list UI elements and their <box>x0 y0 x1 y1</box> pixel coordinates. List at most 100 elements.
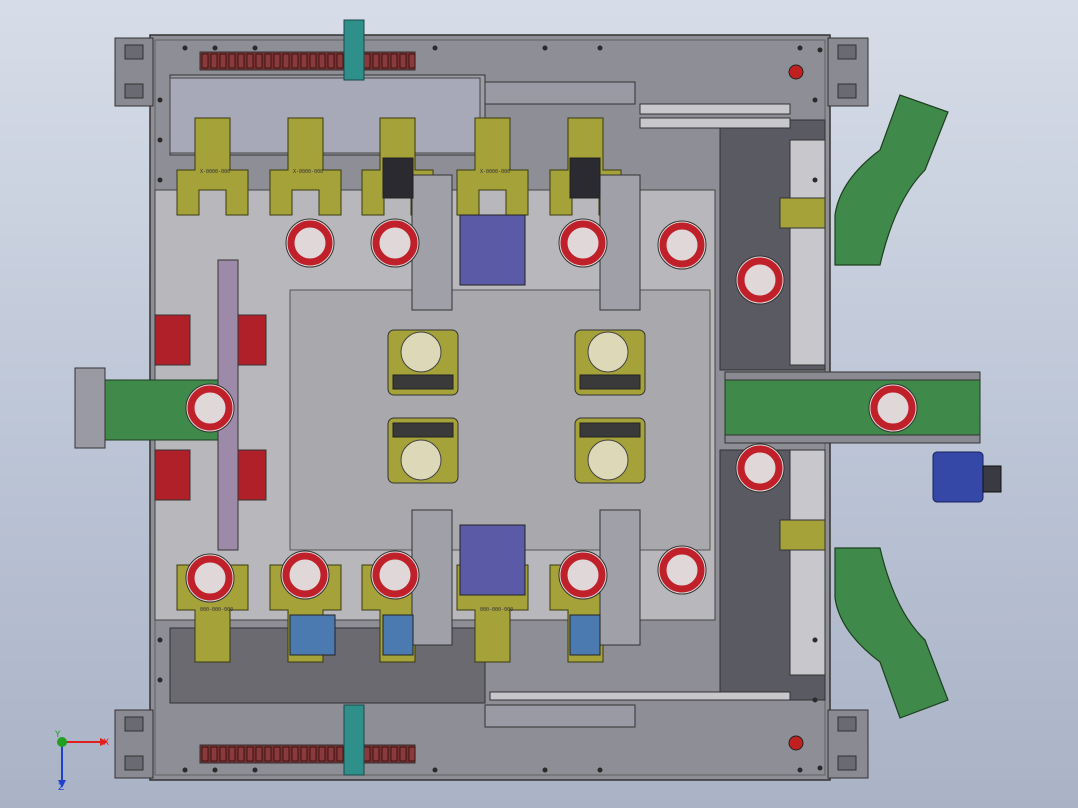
top-bracket-label-1: X-0000-000 <box>200 169 230 175</box>
chain-link <box>318 746 326 762</box>
bolt <box>212 767 218 773</box>
bolt <box>157 637 163 643</box>
bolt <box>812 637 818 643</box>
chain-link <box>300 746 308 762</box>
center-plate <box>289 289 711 551</box>
chain-link <box>300 53 308 69</box>
right-slider-top <box>779 197 826 229</box>
emergency-stop-top <box>788 64 804 80</box>
gripper-terminal <box>392 374 454 390</box>
red-workpiece-ring <box>737 257 783 303</box>
chain-link <box>309 746 317 762</box>
right-conveyor <box>724 379 981 436</box>
top-bracket-label-2: X-0000-000 <box>293 169 323 175</box>
chain-link <box>390 746 398 762</box>
red-workpiece-ring <box>282 552 328 598</box>
chain-link <box>291 746 299 762</box>
red-workpiece-ring <box>372 552 418 598</box>
chain-link <box>372 746 380 762</box>
chain-link <box>246 746 254 762</box>
gripper-terminal <box>392 422 454 438</box>
chain-link <box>219 53 227 69</box>
top-rod-2 <box>639 117 791 129</box>
top-curved-conveyor <box>834 94 949 266</box>
right-guide-rail-bottom <box>789 449 826 676</box>
bolt <box>252 45 258 51</box>
red-workpiece-ring <box>870 385 916 431</box>
red-cylinder-upper <box>154 314 191 366</box>
bolt <box>797 45 803 51</box>
bolt <box>597 45 603 51</box>
chain-link <box>228 53 236 69</box>
right-conveyor-frame-b <box>724 434 981 444</box>
red-workpiece-ring <box>659 547 705 593</box>
bolt <box>797 767 803 773</box>
blue-motor-cap <box>982 465 1002 493</box>
chain-link <box>408 746 416 762</box>
chain-link <box>282 746 290 762</box>
right-guide-rail-top <box>789 139 826 366</box>
purple-block-bottom <box>459 524 526 596</box>
gripper-disk <box>400 439 442 481</box>
emergency-stop-bottom <box>788 735 804 751</box>
bolt <box>812 97 818 103</box>
bolt <box>182 767 188 773</box>
bolt <box>157 97 163 103</box>
bolt <box>817 47 823 53</box>
right-conveyor-frame <box>724 371 981 381</box>
bolt <box>212 45 218 51</box>
bolt <box>542 767 548 773</box>
top-bracket-label-3: X-0000-000 <box>480 169 510 175</box>
gripper-terminal <box>579 422 641 438</box>
axis-x-label: X <box>103 738 109 748</box>
bolt <box>432 767 438 773</box>
bolt <box>157 177 163 183</box>
chain-link <box>264 53 272 69</box>
bottom-bracket-label-2: 000-000-000 <box>480 607 513 613</box>
chain-link <box>381 53 389 69</box>
axis-triad: X Y Z <box>54 730 109 793</box>
bolt <box>812 697 818 703</box>
axis-y-label: Y <box>54 730 61 740</box>
chain-link <box>210 53 218 69</box>
chain-link <box>228 746 236 762</box>
red-workpiece-ring <box>560 552 606 598</box>
chain-link <box>399 746 407 762</box>
gripper-disk <box>587 331 629 373</box>
chain-link <box>273 746 281 762</box>
chain-link <box>219 746 227 762</box>
chain-link <box>282 53 290 69</box>
red-workpiece-ring <box>560 220 606 266</box>
chain-link <box>210 746 218 762</box>
bolt <box>182 45 188 51</box>
chain-link <box>390 53 398 69</box>
gripper-disk <box>400 331 442 373</box>
bolt <box>252 767 258 773</box>
bottom-bracket-label-1: 000-000-000 <box>200 607 233 613</box>
gripper-terminal <box>579 374 641 390</box>
chain-link <box>237 53 245 69</box>
chain-link <box>201 746 209 762</box>
chain-link <box>372 53 380 69</box>
chain-link <box>336 53 344 69</box>
red-workpiece-ring <box>187 555 233 601</box>
red-workpiece-ring <box>287 220 333 266</box>
axis-z-label: Z <box>58 783 64 793</box>
chain-link <box>327 53 335 69</box>
chain-link <box>327 746 335 762</box>
chain-link <box>381 746 389 762</box>
bolt <box>542 45 548 51</box>
bottom-rail <box>484 704 636 728</box>
top-rod <box>639 103 791 115</box>
top-olive-bracket <box>456 117 529 216</box>
sensor-block-top-a <box>382 157 414 199</box>
red-cylinder-mid-upper <box>235 314 267 366</box>
chain-link <box>237 746 245 762</box>
purple-block-top <box>459 214 526 286</box>
sensor-block-1 <box>289 614 336 656</box>
chain-link <box>255 746 263 762</box>
chain-link <box>399 53 407 69</box>
sensor-block-top-b <box>569 157 601 199</box>
red-cylinder-lower <box>154 449 191 501</box>
chain-link <box>255 53 263 69</box>
